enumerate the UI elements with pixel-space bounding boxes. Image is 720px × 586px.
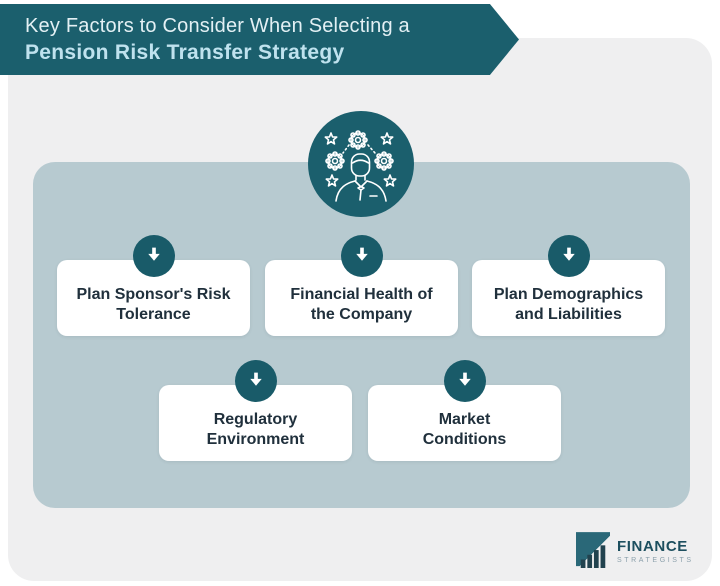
factor-label: Regulatory Environment bbox=[207, 410, 305, 450]
factor-box-plan-sponsors-risk-tolerance: Plan Sponsor's Risk Tolerance bbox=[57, 235, 250, 336]
arrow-down-icon bbox=[547, 235, 590, 277]
finance-strategists-logo: FINANCE STRATEGISTS bbox=[576, 532, 694, 570]
title-line-2: Pension Risk Transfer Strategy bbox=[25, 40, 345, 64]
factor-label-line: Financial Health of bbox=[290, 286, 433, 303]
factor-label-line: Market bbox=[438, 411, 491, 428]
person-icon bbox=[335, 153, 387, 202]
bar-chart-growth-icon bbox=[576, 532, 610, 568]
star-icon bbox=[380, 132, 394, 145]
factor-box-plan-demographics: Plan Demographics and Liabilities bbox=[472, 235, 665, 336]
logo-brand-subtitle: STRATEGISTS bbox=[617, 557, 694, 564]
logo-brand-name: FINANCE bbox=[617, 538, 688, 555]
factor-box-financial-health: Financial Health of the Company bbox=[265, 235, 458, 336]
arrow-down-icon bbox=[443, 360, 486, 402]
person-with-gears-icon bbox=[308, 111, 414, 217]
factor-label-line: Conditions bbox=[422, 431, 507, 448]
factor-label: Market Conditions bbox=[423, 410, 507, 450]
logo-text: FINANCE STRATEGISTS bbox=[617, 538, 694, 564]
person-with-gears-graphic bbox=[324, 130, 397, 202]
factor-label-line: Regulatory bbox=[213, 411, 298, 428]
factor-label-line: the Company bbox=[310, 306, 413, 323]
title-line-1: Key Factors to Consider When Selecting a bbox=[25, 14, 410, 37]
arrow-down-icon bbox=[132, 235, 175, 277]
factor-box-regulatory-environment: Regulatory Environment bbox=[159, 360, 352, 461]
factor-label: Plan Demographics and Liabilities bbox=[494, 285, 643, 325]
arrow-down-icon bbox=[234, 360, 277, 402]
factor-box-market-conditions: Market Conditions bbox=[368, 360, 561, 461]
factor-label-line: Environment bbox=[206, 431, 305, 448]
factor-label: Plan Sponsor's Risk Tolerance bbox=[76, 285, 230, 325]
factor-label-line: Tolerance bbox=[116, 306, 191, 323]
star-icon bbox=[383, 174, 397, 187]
gear-icon bbox=[325, 151, 345, 171]
star-icon bbox=[325, 174, 339, 187]
factor-label-line: Plan Sponsor's Risk bbox=[76, 286, 231, 303]
gear-icon bbox=[348, 130, 368, 150]
factor-label-line: Plan Demographics bbox=[493, 286, 644, 303]
factor-label-line: and Liabilities bbox=[515, 306, 622, 323]
gear-icon bbox=[374, 151, 394, 171]
title-banner: Key Factors to Consider When Selecting a… bbox=[0, 4, 519, 75]
factor-label: Financial Health of the Company bbox=[290, 285, 432, 325]
arrow-down-icon bbox=[340, 235, 383, 277]
star-icon bbox=[324, 132, 338, 145]
